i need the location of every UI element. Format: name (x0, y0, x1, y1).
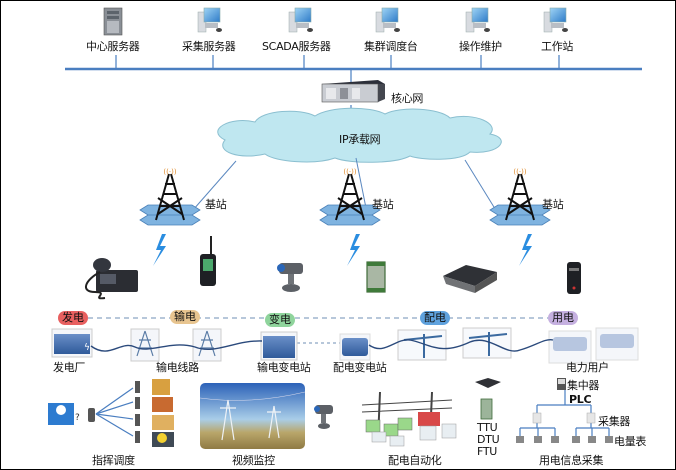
node-label-ops-maintenance: 操作维护 (459, 40, 502, 53)
base-station-label-3: 基站 (542, 198, 564, 211)
svg-text:((·)): ((·)) (163, 168, 176, 176)
app-meter-collect-label: 用电信息采集 (539, 454, 604, 467)
meter-tree (519, 390, 610, 436)
facility-transmission-line: 输电线路 (156, 361, 199, 374)
distribution-substation-icon (339, 333, 371, 361)
rack-server-icon (321, 80, 385, 103)
collector-icons (532, 412, 596, 424)
facility-distribution-substation: 配电变电站 (333, 361, 387, 374)
distribution-line (368, 338, 554, 352)
transmission-tower-icons (130, 328, 222, 362)
stage-transmission: 输电 (170, 310, 200, 324)
ip-cloud (217, 107, 502, 163)
app-dist-auto-label: 配电自动化 (388, 454, 442, 467)
cpe-router-icon (443, 265, 497, 293)
stage-distribution: 配电 (420, 311, 450, 325)
facility-power-plant: 发电厂 (53, 361, 86, 374)
svg-text:((·)): ((·)) (513, 168, 526, 176)
camera-icon (277, 263, 303, 292)
meter-label: 电量表 (614, 435, 647, 448)
facility-transmission-substation: 输电变电站 (257, 361, 311, 374)
app-dispatch-label: 指挥调度 (92, 454, 135, 467)
backhaul-lines (192, 157, 498, 214)
distribution-automation-graphic (361, 391, 457, 447)
svg-text:?: ? (75, 413, 80, 423)
node-label-workstation: 工作站 (541, 40, 574, 53)
node-label-collect-server: 采集服务器 (182, 40, 236, 53)
terminal-list: TTU DTU FTU (477, 421, 500, 458)
data-terminal-icon (567, 262, 581, 294)
workstation-icons (197, 7, 568, 33)
node-label-central-server: 中心服务器 (86, 40, 140, 53)
camera-small-icon (314, 405, 333, 429)
lightning-icons (153, 234, 532, 266)
base-station-label-1: 基站 (205, 198, 227, 211)
terminal-dtu: DTU (477, 433, 500, 446)
transmission-line (90, 340, 263, 352)
svg-text:ϟ: ϟ (84, 343, 90, 353)
ip-cloud-label: IP承载网 (339, 133, 381, 146)
stage-generation: 发电 (58, 311, 88, 325)
wireless-module-icon (366, 261, 386, 293)
vehicle-radio-icon (85, 258, 138, 300)
video-monitoring-image (199, 383, 306, 449)
power-plant-icon: ϟ (51, 328, 93, 358)
stage-transformation: 变电 (265, 313, 295, 327)
concentrator-icon (557, 378, 566, 390)
terminal-ftu: FTU (477, 445, 498, 458)
meter-icons (516, 436, 613, 443)
ttu-device-icons (475, 378, 501, 420)
core-network-label: 核心网 (391, 92, 424, 105)
server-tower-icon (103, 7, 123, 36)
svg-text:((·)): ((·)) (343, 168, 356, 176)
collector-label: 采集器 (598, 415, 631, 428)
node-label-dispatch-console: 集群调度台 (364, 40, 418, 53)
app-video-label: 视频监控 (232, 454, 275, 467)
terminal-ttu: TTU (477, 421, 498, 434)
concentrator-label: 集中器 (567, 379, 600, 392)
facility-power-users: 电力用户 (566, 361, 609, 374)
handheld-radio-icon (200, 236, 216, 286)
dispatch-graphic: ? (48, 379, 174, 447)
power-user-icons (548, 327, 639, 364)
plc-label: PLC (569, 393, 592, 406)
base-station-label-2: 基站 (372, 198, 394, 211)
substation-icon (260, 331, 298, 361)
node-label-scada-server: SCADA服务器 (262, 40, 331, 53)
base-station-icons: ((·)) ((·)) ((·)) (139, 168, 551, 226)
stage-consumption: 用电 (548, 311, 578, 325)
distribution-pole-icons (397, 327, 512, 361)
